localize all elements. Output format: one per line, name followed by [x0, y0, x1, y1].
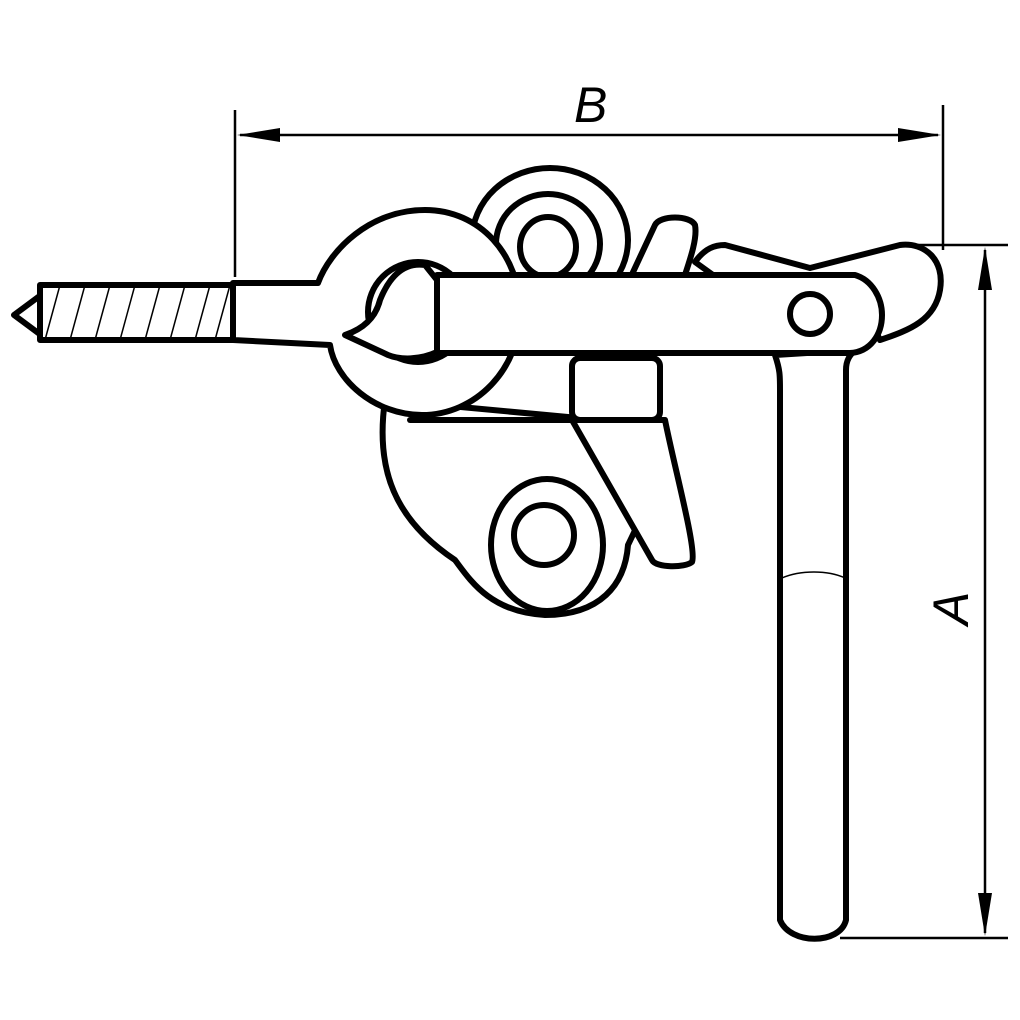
dimension-b-label: B: [574, 77, 607, 133]
dimension-a: A: [840, 243, 1008, 940]
dimension-b: B: [233, 77, 945, 277]
dimension-a-label: A: [923, 592, 979, 628]
latch-bar: [434, 272, 885, 356]
screw-thread: [44, 284, 231, 341]
keeper-block: [407, 355, 663, 423]
handle: [772, 347, 858, 942]
lower-body: [379, 397, 696, 618]
